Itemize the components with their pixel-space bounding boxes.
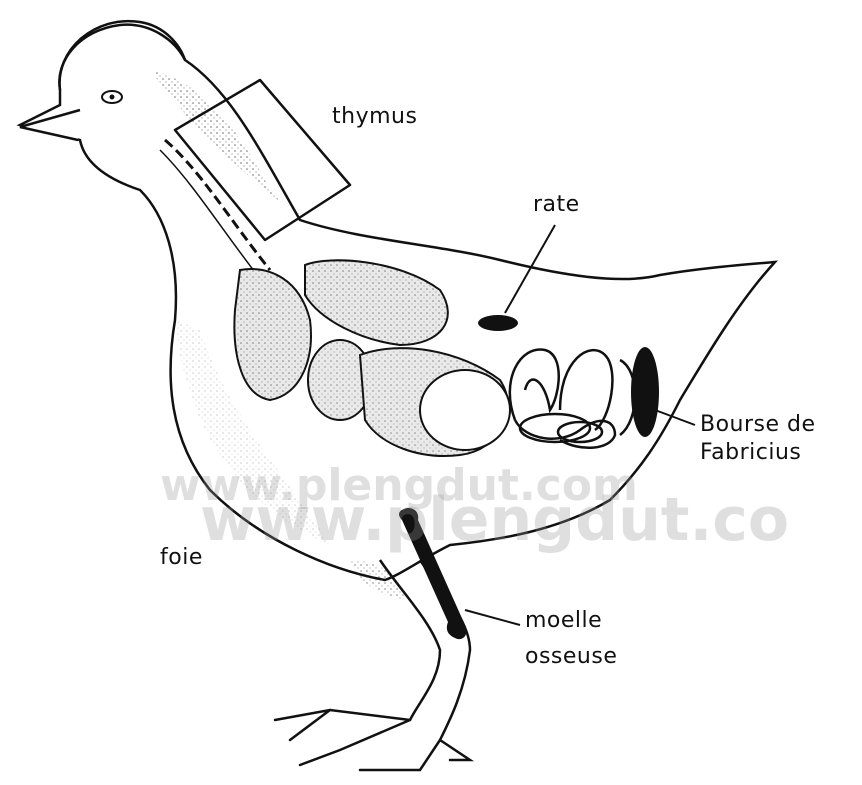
label-bourse-line2: Fabricius [700, 440, 801, 466]
foot [275, 710, 470, 770]
beak [20, 110, 80, 140]
bursa-of-fabricius [631, 347, 659, 437]
bone-marrow [399, 508, 467, 639]
spleen [478, 315, 518, 331]
moelle-leader-line [465, 610, 520, 625]
label-thymus: thymus [332, 104, 417, 130]
label-bourse-line1: Bourse de [700, 412, 816, 438]
label-moelle-line1: moelle [525, 608, 602, 634]
stomach [420, 370, 510, 450]
label-moelle-line2: osseuse [525, 644, 617, 670]
label-foie: foie [160, 545, 203, 571]
label-rate: rate [533, 192, 580, 218]
intestines [510, 350, 635, 448]
trachea [165, 140, 270, 270]
rate-leader-line [505, 225, 555, 313]
